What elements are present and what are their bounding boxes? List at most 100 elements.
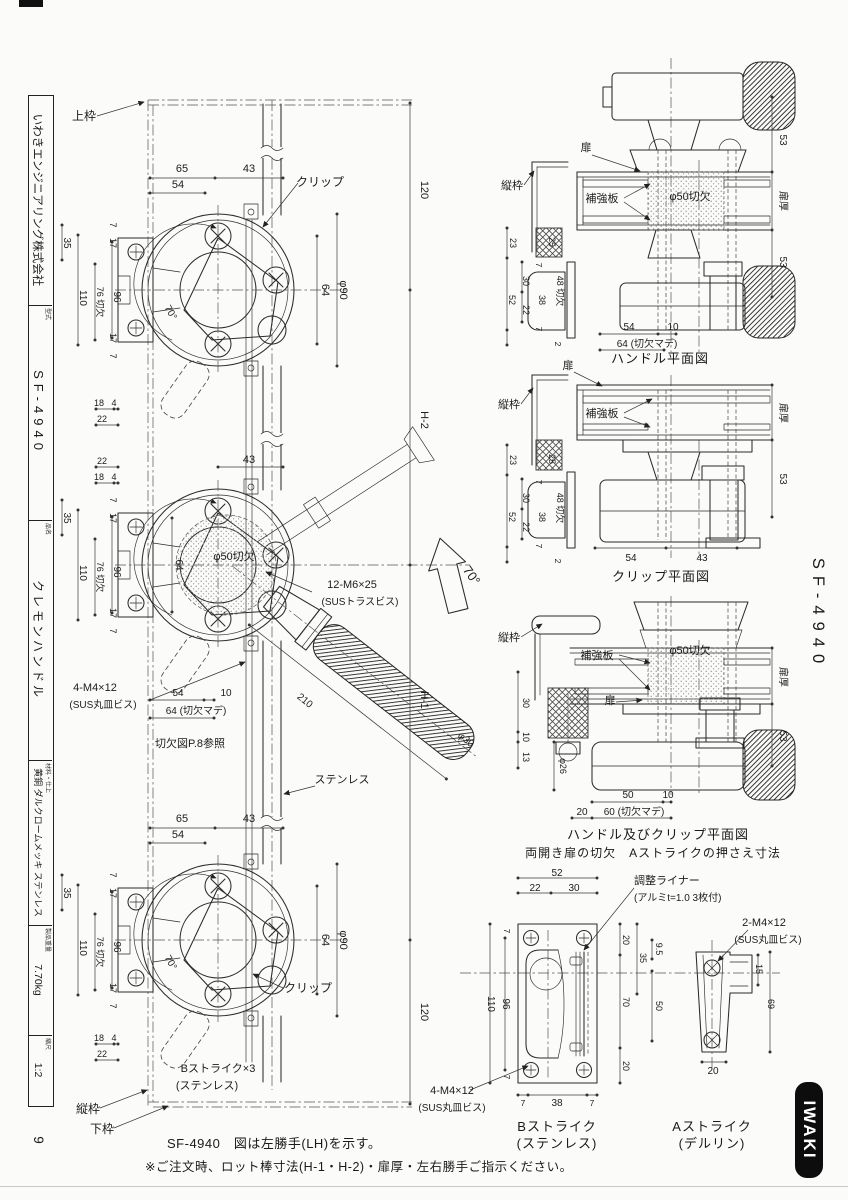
dim-tick [94,481,98,485]
page-number: 9 [31,1136,46,1144]
dim-tick [93,988,97,992]
label-clip-bottom: クリップ [284,981,332,995]
dim-tick [650,938,654,942]
dim-tick [662,348,666,352]
dim-tick [408,938,412,942]
dim-label: φ90 [337,280,349,299]
label-screws-a: 2-M4×12 [742,917,786,929]
dim-tick [60,908,64,912]
dim-label: 扉 [605,694,616,707]
dim-label: 扉厚 [777,191,790,211]
dim-tick [247,623,251,627]
dim-tick [112,1042,116,1046]
dim-tick [202,698,206,702]
caption-b-strike-material: (ステンレス) [516,1136,598,1151]
rotation-arrow [428,537,469,614]
caption-handle-plan: ハンドル平面図 [610,351,709,366]
dim-label: 54 [172,829,184,841]
caption-handle-clip-sub: 両開き扉の切欠 Aストライクの押さえ寸法 [525,846,781,860]
dim-tick [408,101,412,105]
dim-label: 扉厚 [777,667,790,687]
dim-tick [756,953,760,957]
dim-label: 7 [534,480,544,485]
dim-tick [770,95,774,99]
dim-tick [60,258,64,262]
label-clip-top: クリップ [296,175,344,189]
dim-label: 52 [507,295,517,305]
dim-tick [590,816,594,820]
dim-tick [598,348,602,352]
dim-label: φ90 [337,930,349,949]
dim-tick [570,816,574,820]
dim-tick [60,533,64,537]
scale-label: 縮尺 [44,1038,50,1051]
caption-handle-clip-plan: ハンドル及びクリップ平面図 [566,827,749,842]
dim-tick [110,986,114,990]
dim-label: 43 [243,163,255,175]
dim-label: 2 [553,342,563,347]
dim-label: (アルミt=1.0 3枚付) [634,891,721,904]
dim-tick [170,610,174,614]
dim-tick [669,816,673,820]
dim-label: 96 [111,291,122,303]
view-clip-plan [505,371,774,564]
dim-tick [595,1093,599,1097]
side-model-number: SF-4940 [809,557,827,671]
dim-label: 50 [622,790,634,801]
dim-label: 補強板 [586,191,619,205]
dim-tick [505,328,509,332]
dim-label: 23 [508,455,518,465]
dim-tick [516,670,520,674]
dim-tick [552,740,556,744]
dim-label: 17 [108,983,118,993]
dim-label: 17 [108,888,118,898]
dim-tick [770,764,774,768]
label-ref: 切欠図P.8参照 [155,736,225,750]
dim-label: 7 [108,497,118,502]
dim-label: φ26 [558,758,568,774]
dim-tick [768,950,772,954]
dim-label: 64 (切欠マデ) [617,337,678,350]
dim-label: 7 [534,263,544,268]
dim-tick [116,1058,120,1062]
dim-label: (ステンレス) [176,1080,238,1092]
dim-label: 60 (切欠マデ) [604,805,665,818]
dim-tick [770,515,774,519]
dim-tick [110,515,114,519]
dim-tick [770,646,774,650]
dim-tick [60,498,64,502]
note-order: ※ご注文時、ロット棒寸法(H-1・H-2)・扉厚・左右勝手ご指示ください。 [145,1160,573,1174]
dim-label: 54 [623,322,635,333]
dim-tick [335,862,339,866]
dim-tick [593,546,597,550]
dim-tick [60,223,64,227]
dim-tick [76,508,80,512]
label-liner: 調整ライナー [634,873,700,887]
dim-tick [520,477,524,481]
dim-label: 64 (切欠マデ) [166,704,227,717]
dim-tick [520,320,524,324]
dim-tick [505,473,509,477]
dim-tick [60,873,64,877]
dim-tick [203,841,207,845]
dim-tick [505,560,509,564]
dim-label: 48 切欠 [555,493,566,524]
clip-unit-top [115,204,348,422]
dim-label: 4 [111,472,116,482]
dim-label: 17 [108,608,118,618]
dim-tick [315,234,319,238]
dim-label: 縦枠 [498,630,520,644]
dim-tick [110,611,114,615]
dim-label: 70° [460,563,484,588]
dim-tick [520,290,524,294]
dim-label: 23 [508,238,518,248]
dim-tick [93,262,97,266]
dim-tick [516,730,520,734]
dim-label: 70° [162,953,179,972]
dim-label: 10 [662,790,674,801]
dim-label: 120 [418,181,430,199]
dim-label: 扉 [581,141,592,154]
dim-label: 53 [777,473,788,485]
dim-tick [618,1046,622,1050]
